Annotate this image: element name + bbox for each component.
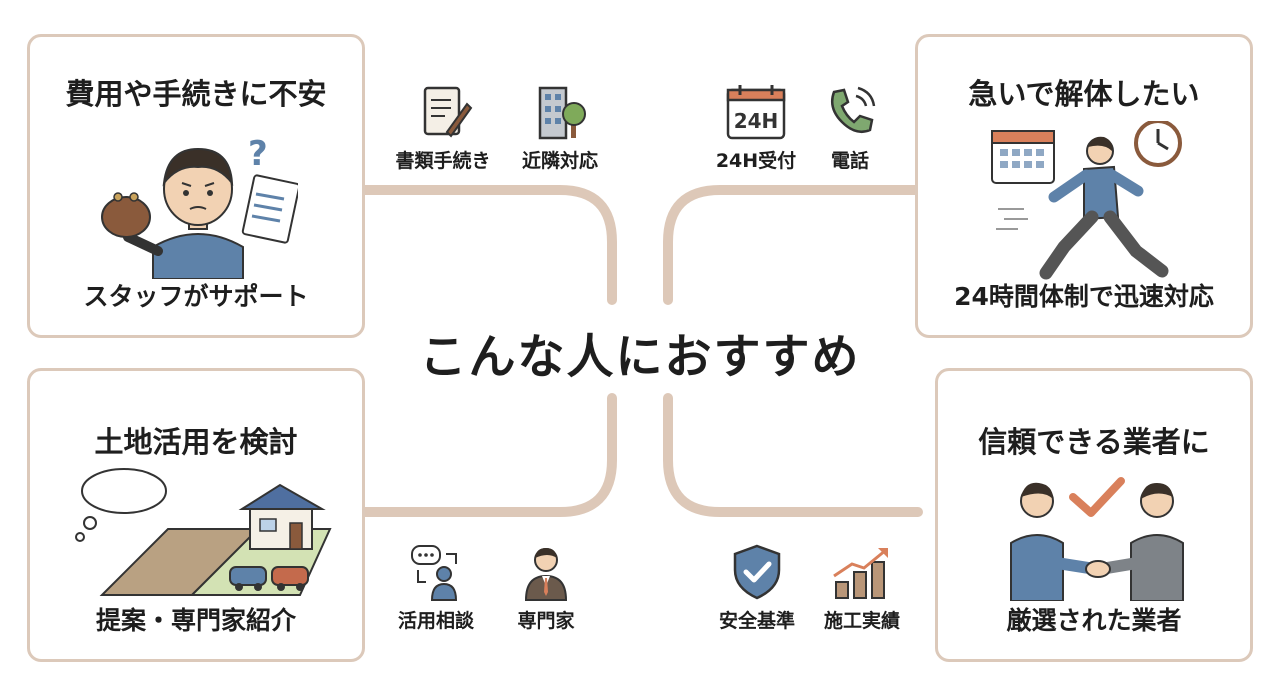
- thought-cloud-icon: [75, 468, 167, 542]
- svg-text:?: ?: [248, 134, 268, 174]
- feature-24h-reception: 24H 24H受付: [706, 82, 806, 173]
- card-subtitle: スタッフがサポート: [83, 282, 309, 311]
- page-title: こんな人におすすめ: [419, 330, 861, 385]
- card-title: 急いで解体したい: [968, 77, 1200, 111]
- running-man-illustration: [991, 121, 1182, 280]
- feature-label: 近隣対応: [521, 150, 598, 172]
- building-tree-icon: [538, 86, 586, 140]
- shield-check-icon: [733, 544, 781, 600]
- document-pen-icon: [423, 86, 473, 138]
- feature-label: 電話: [830, 150, 869, 172]
- handshake-illustration: [1010, 477, 1184, 601]
- card-subtitle: 厳選された業者: [1006, 606, 1182, 635]
- card-title: 信頼できる業者に: [978, 425, 1210, 459]
- consultation-icon: [411, 545, 458, 601]
- businessman-icon: [524, 548, 568, 601]
- checkmark-icon: [1069, 477, 1125, 517]
- feature-label: 書類手続き: [395, 150, 491, 172]
- house-icon: [238, 483, 326, 550]
- car-icon: [229, 566, 309, 591]
- coin-purse-icon: [101, 196, 151, 238]
- feature-track-record: 施工実績: [812, 542, 912, 633]
- feature-phone: 電話: [800, 82, 900, 173]
- calendar-icon: [991, 130, 1055, 184]
- feature-label: 24H受付: [715, 150, 797, 172]
- feature-label: 専門家: [517, 610, 575, 632]
- feature-label: 活用相談: [397, 610, 474, 632]
- card-trusted-contractor: 信頼できる業者に 厳選された業者: [935, 368, 1253, 662]
- phone-icon: [831, 86, 876, 133]
- feature-label: 施工実績: [823, 610, 900, 632]
- card-cost-anxiety: 費用や手続きに不安 ? スタッフがサポート: [27, 34, 365, 338]
- house-land-illustration: [75, 468, 332, 596]
- feature-safety-standards: 安全基準: [707, 542, 807, 633]
- card-title: 費用や手続きに不安: [65, 77, 327, 111]
- feature-neighborhood: 近隣対応: [510, 82, 610, 173]
- feature-expert: 専門家: [496, 542, 596, 633]
- card-urgent-demolition: 急いで解体したい 24時間体制で迅速対応: [915, 34, 1253, 338]
- card-land-use: 土地活用を検討 提案・専門家紹介: [27, 368, 365, 662]
- feature-label: 安全基準: [718, 610, 795, 632]
- calendar-badge: 24H: [734, 109, 779, 133]
- feature-documents: 書類手続き: [393, 82, 493, 173]
- card-subtitle: 提案・専門家紹介: [95, 606, 296, 635]
- feature-consultation: 活用相談: [386, 542, 486, 633]
- card-title: 土地活用を検討: [94, 425, 298, 459]
- growth-chart-icon: [833, 548, 888, 599]
- clock-icon: [1134, 121, 1182, 167]
- worried-person-illustration: ?: [101, 134, 298, 279]
- document-icon: [241, 174, 298, 244]
- handshake-icon: [1051, 557, 1143, 578]
- calendar-24h-icon: 24H: [726, 85, 786, 140]
- card-subtitle: 24時間体制で迅速対応: [954, 282, 1214, 311]
